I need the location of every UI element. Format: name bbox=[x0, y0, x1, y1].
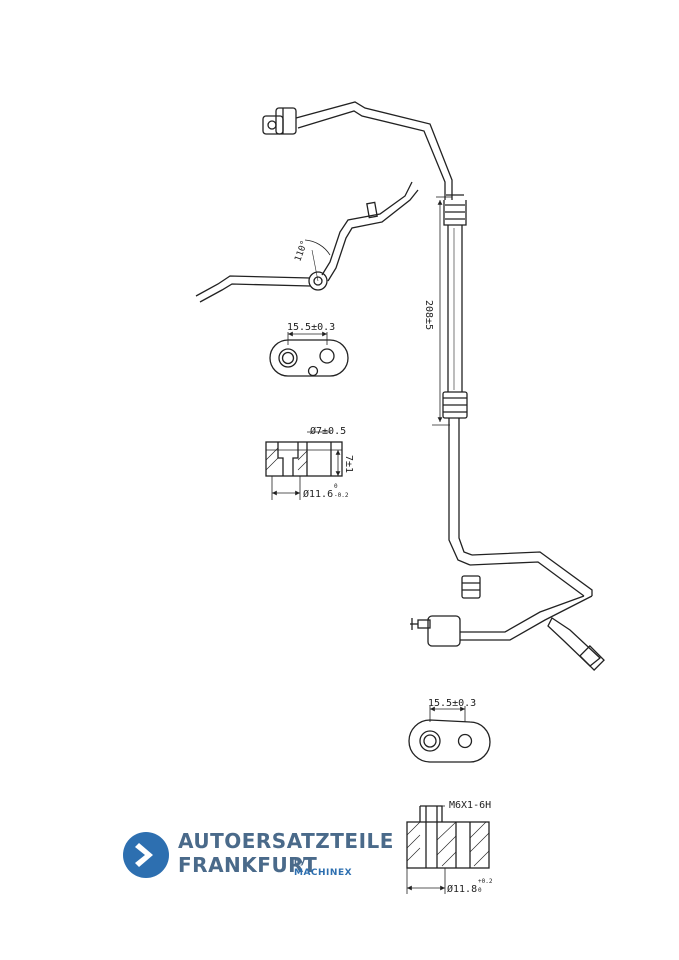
flange2-spacing-label: 15.5±0.3 bbox=[428, 698, 476, 709]
flange1-top-view bbox=[269, 331, 349, 377]
flange1-outer-tol-upper: 0 bbox=[334, 483, 338, 490]
flange2-outer-dia-label: Ø11.8 bbox=[447, 883, 477, 895]
flange1-section-hatch bbox=[265, 447, 308, 471]
logo-by: by bbox=[294, 857, 305, 866]
flange2-outer-tol-lower: 0 bbox=[478, 887, 482, 894]
top-fitting bbox=[262, 107, 297, 135]
flange1-spacing-label: 15.5±0.3 bbox=[287, 322, 335, 333]
flange2-section-view bbox=[406, 805, 490, 894]
logo-line2: FRANKFURT bbox=[178, 853, 318, 877]
flange1-outer-tol-lower: -0.2 bbox=[334, 492, 349, 499]
logo-line1: AUTOERSATZTEILE bbox=[178, 829, 394, 853]
flange1-outer-dia-label: Ø11.6 bbox=[303, 488, 333, 500]
bend-angle-label: 110° bbox=[293, 239, 310, 263]
flange2-top-view bbox=[408, 706, 491, 763]
tube-length-dimension bbox=[432, 196, 452, 426]
logo-sub: MACHINEX bbox=[294, 868, 353, 878]
flange2-outer-tol-upper: +0.2 bbox=[478, 878, 493, 885]
flange1-section-view bbox=[265, 431, 343, 500]
flange1-height-label: 7±1 bbox=[343, 455, 354, 473]
company-logo: AUTOERSATZTEILE FRANKFURT by MACHINEX bbox=[122, 826, 393, 886]
main-pipe bbox=[295, 101, 605, 671]
tube-length-label: 208±5 bbox=[423, 300, 434, 330]
flange1-bore-label: Ø7±0.5 bbox=[310, 425, 346, 437]
flange2-section-hatch bbox=[406, 821, 490, 867]
secondary-pipe bbox=[195, 181, 419, 303]
flange2-thread-label: M6X1-6H bbox=[449, 800, 491, 811]
logo-chevron-icon bbox=[122, 831, 170, 879]
